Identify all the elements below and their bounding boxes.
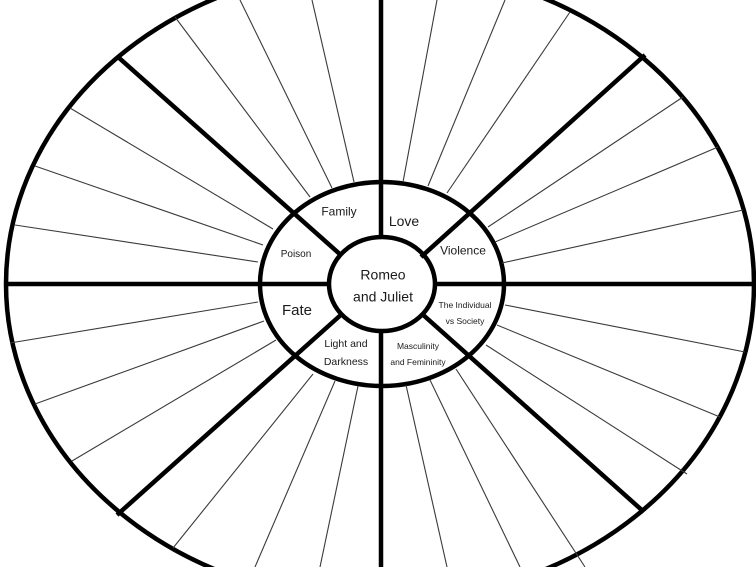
segment-label-masculinity-femininity: Masculinity and Femininity (390, 338, 445, 370)
segment-label-light-line2: Darkness (323, 356, 369, 368)
segment-label-individual-line2: vs Society (445, 316, 485, 326)
segment-label-family-text: Family (321, 204, 357, 219)
segment-label-violence: Violence (440, 242, 486, 259)
segment-label-family: Family (321, 203, 356, 220)
segment-label-light-darkness: Light and Darkness (324, 336, 368, 372)
center-title: Romeo and Juliet (353, 264, 413, 307)
main-spokes (6, 0, 754, 567)
segment-label-fate-text: Fate (281, 302, 313, 320)
segment-label-love: Love (389, 211, 419, 231)
segment-label-violence-text: Violence (440, 243, 486, 258)
segment-label-fate: Fate (282, 300, 312, 322)
segment-label-masculinity-line2: and Femininity (390, 357, 446, 367)
blank-slot-lines (9, 0, 746, 567)
segment-label-light-line1: Light and (324, 338, 368, 351)
segment-label-poison: Poison (281, 248, 312, 263)
segment-label-masculinity-line1: Masculinity (396, 340, 440, 351)
segment-label-love-text: Love (388, 212, 420, 229)
center-title-line2: and Juliet (353, 288, 413, 304)
center-title-line1: Romeo (360, 266, 406, 283)
segment-label-individual-line1: The Individual (438, 299, 492, 310)
segment-label-individual-vs-society: The Individual vs Society (439, 297, 492, 329)
segment-label-poison-text: Poison (280, 248, 312, 260)
